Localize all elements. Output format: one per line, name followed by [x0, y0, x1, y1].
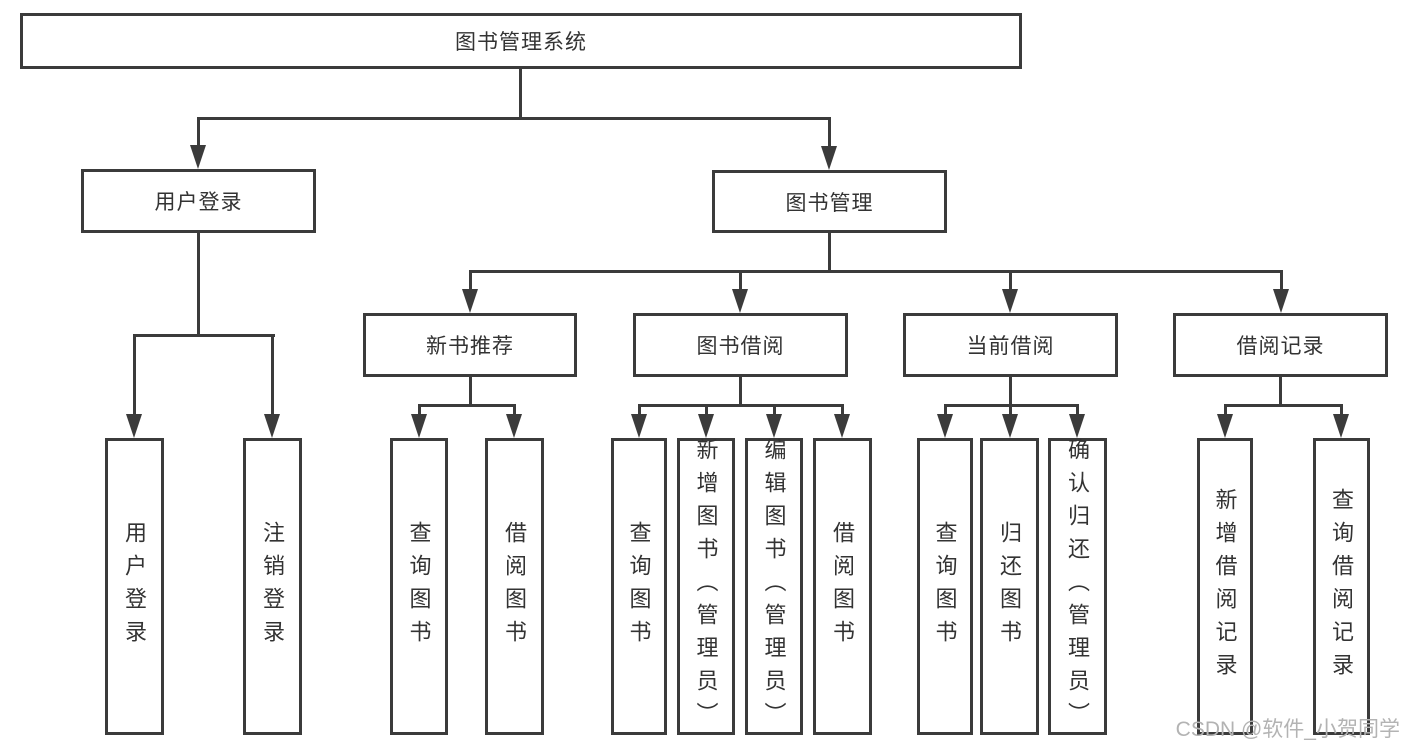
node-label: 图书管理 [785, 191, 874, 215]
connector-line [197, 117, 831, 120]
arrow-down-icon [1002, 414, 1018, 438]
leaf-borrow-book: 借阅图书 [813, 438, 872, 735]
arrow-down-icon [462, 289, 478, 313]
connector-line [197, 117, 200, 147]
leaf-label: 借阅图书 [502, 520, 528, 653]
connector-line [638, 404, 641, 416]
arrow-down-icon [937, 414, 953, 438]
node-label: 图书管理系统 [455, 31, 587, 54]
connector-line [1009, 377, 1012, 406]
connector-line [1009, 270, 1012, 291]
arrow-down-icon [1273, 289, 1289, 313]
leaf-add-borrow-record: 新增借阅记录 [1197, 438, 1253, 735]
connector-line [469, 270, 1283, 273]
arrow-down-icon [732, 289, 748, 313]
connector-line [133, 334, 275, 337]
arrow-down-icon [126, 414, 142, 438]
connector-line [638, 404, 844, 407]
leaf-logout: 注销登录 [243, 438, 302, 735]
connector-line [1224, 404, 1342, 407]
connector-line [519, 69, 522, 117]
leaf-label: 查询借阅记录 [1329, 487, 1355, 686]
connector-line [418, 404, 421, 416]
leaf-user-login: 用户登录 [105, 438, 164, 735]
arrow-down-icon [1069, 414, 1085, 438]
connector-line [513, 404, 516, 416]
arrow-down-icon [1002, 289, 1018, 313]
node-library-system: 图书管理系统 [20, 13, 1022, 69]
connector-line [828, 117, 831, 147]
leaf-return-book: 归还图书 [980, 438, 1039, 735]
connector-line [1076, 404, 1079, 416]
node-label: 当前借阅 [966, 335, 1055, 358]
leaf-label: 编辑图书（管理员） [761, 438, 787, 735]
arrow-down-icon [1333, 414, 1349, 438]
leaf-query-book: 查询图书 [917, 438, 973, 735]
connector-line [1280, 270, 1283, 291]
node-new-book-recommend: 新书推荐 [363, 313, 577, 377]
node-borrowing-records: 借阅记录 [1173, 313, 1388, 377]
leaf-label: 新增借阅记录 [1212, 487, 1238, 686]
csdn-watermark: CSDN @软件_小贺同学 [1175, 718, 1400, 741]
arrow-down-icon [506, 414, 522, 438]
node-label: 用户登录 [154, 191, 243, 214]
connector-line [841, 404, 844, 416]
connector-line [739, 270, 742, 291]
leaf-label: 借阅图书 [830, 520, 856, 653]
leaf-confirm-return-admin: 确认归还（管理员） [1048, 438, 1107, 735]
node-label: 新书推荐 [426, 335, 514, 358]
connector-line [1224, 404, 1227, 416]
leaf-borrow-book: 借阅图书 [485, 438, 544, 735]
node-current-borrowing: 当前借阅 [903, 313, 1118, 377]
arrow-down-icon [264, 414, 280, 438]
leaf-label: 新增图书（管理员） [693, 438, 719, 735]
leaf-query-borrow-record: 查询借阅记录 [1313, 438, 1370, 735]
connector-line [1279, 377, 1282, 406]
leaf-label: 用户登录 [122, 520, 148, 653]
arrow-down-icon [821, 146, 837, 170]
connector-line [418, 404, 516, 407]
node-user-login: 用户登录 [81, 169, 316, 233]
arrow-down-icon [698, 414, 714, 438]
arrow-down-icon [834, 414, 850, 438]
connector-line [197, 233, 200, 336]
node-label: 图书借阅 [696, 335, 785, 358]
connector-line [773, 404, 776, 416]
leaf-query-book: 查询图书 [390, 438, 448, 735]
connector-line [271, 334, 274, 416]
connector-line [828, 233, 831, 272]
arrow-down-icon [411, 414, 427, 438]
connector-line [1009, 404, 1012, 416]
arrow-down-icon [190, 145, 206, 169]
leaf-label: 查询图书 [932, 520, 958, 653]
connector-line [469, 270, 472, 291]
leaf-label: 查询图书 [626, 520, 652, 653]
arrow-down-icon [1217, 414, 1233, 438]
leaf-label: 注销登录 [260, 520, 286, 653]
leaf-label: 查询图书 [406, 520, 432, 653]
node-book-borrowing: 图书借阅 [633, 313, 848, 377]
connector-line [1340, 404, 1343, 416]
connector-line [944, 404, 947, 416]
node-label: 借阅记录 [1236, 335, 1325, 358]
arrow-down-icon [631, 414, 647, 438]
leaf-add-book-admin: 新增图书（管理员） [677, 438, 735, 735]
connector-line [705, 404, 708, 416]
leaf-edit-book-admin: 编辑图书（管理员） [745, 438, 803, 735]
arrow-down-icon [766, 414, 782, 438]
connector-line [739, 377, 742, 406]
leaf-label: 确认归还（管理员） [1065, 438, 1091, 735]
connector-line [469, 377, 472, 406]
connector-line [133, 334, 136, 416]
node-book-management: 图书管理 [712, 170, 947, 233]
leaf-query-book: 查询图书 [611, 438, 667, 735]
leaf-label: 归还图书 [997, 520, 1023, 653]
